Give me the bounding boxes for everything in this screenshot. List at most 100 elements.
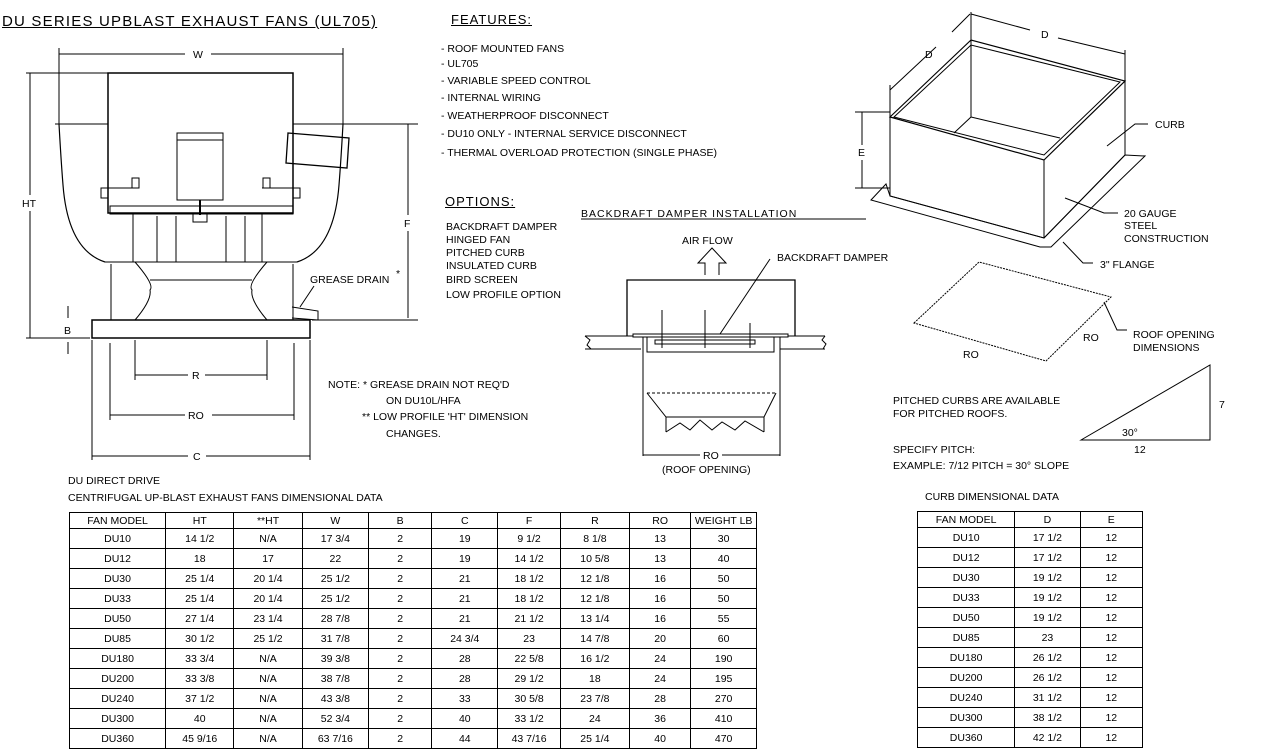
pitched-note: FOR PITCHED ROOFS. [893,408,1008,420]
table-cell: 23 7/8 [559,688,630,709]
table-cell: DU10 [916,527,1016,548]
table-cell: 14 7/8 [559,628,630,649]
table-cell: 13 [628,528,692,549]
table-cell: 33 3/4 [165,648,235,669]
table-cell: 12 [1079,647,1144,668]
table-cell: 39 3/8 [301,648,370,669]
damper-ro-label: RO [703,450,719,462]
option-item: BIRD SCREEN [446,274,518,286]
table-cell: 18 [165,548,235,569]
table-cell: 470 [690,728,757,749]
table-cell: N/A [233,708,303,729]
table-cell: 60 [690,628,757,649]
table-cell: 13 [628,548,692,569]
table-cell: 9 1/2 [497,528,561,549]
dim-c-label: C [193,451,201,463]
table-cell: 28 [628,688,692,709]
table-cell: DU360 [68,728,167,749]
table-cell: 195 [690,668,757,689]
table-cell: N/A [233,648,303,669]
table-cell: 18 1/2 [497,588,561,609]
roof-opening-dim-2: DIMENSIONS [1133,342,1200,354]
feature-item: - DU10 ONLY - INTERNAL SERVICE DISCONNEC… [441,128,687,140]
air-flow-label: AIR FLOW [682,235,733,247]
curb-dim-d-top: D [1041,29,1049,41]
table-cell: DU85 [68,628,167,649]
table-cell: N/A [233,728,303,749]
table-cell: 16 [628,588,692,609]
pitch-rise-label: 7 [1219,399,1225,411]
note-line: NOTE: * GREASE DRAIN NOT REQ'D [328,379,510,391]
table-cell: 8 1/8 [559,528,630,549]
table-cell: 22 [301,548,370,569]
table-cell: 40 [628,728,692,749]
curb-dim-d-side: D [925,49,933,61]
table-cell: 21 [431,588,499,609]
table-cell: 12 [1079,567,1144,588]
option-item: LOW PROFILE OPTION [446,289,561,301]
table-cell: 25 1/4 [165,568,235,589]
table-cell: DU180 [68,648,167,669]
feature-item: - VARIABLE SPEED CONTROL [441,75,591,87]
table-cell: 10 5/8 [559,548,630,569]
table-cell: 12 1/8 [559,588,630,609]
table-cell: 2 [368,728,433,749]
table-cell: DU200 [68,668,167,689]
pitch-example: EXAMPLE: 7/12 PITCH = 30° SLOPE [893,460,1070,472]
damper-title: BACKDRAFT DAMPER INSTALLATION [581,208,797,220]
table-cell: 40 [690,548,757,569]
table-cell: 12 1/8 [559,568,630,589]
column-header: W [301,512,370,529]
table-cell: 2 [368,588,433,609]
table-cell: 20 1/4 [233,568,303,589]
table-cell: N/A [233,528,303,549]
table-cell: 16 1/2 [559,648,630,669]
feature-item: - INTERNAL WIRING [441,92,541,104]
table-cell: 12 [1079,587,1144,608]
table-cell: 17 1/2 [1014,547,1081,568]
column-header: HT [165,512,235,529]
column-header: FAN MODEL [916,511,1016,528]
table-cell: 30 1/2 [165,628,235,649]
table-cell: 30 5/8 [497,688,561,709]
table-cell: 31 1/2 [1014,687,1081,708]
table-cell: DU10 [68,528,167,549]
table-cell: 2 [368,548,433,569]
option-item: BACKDRAFT DAMPER [446,221,558,233]
table-cell: 17 1/2 [1014,527,1081,548]
table-cell: 410 [690,708,757,729]
curb-table-caption: CURB DIMENSIONAL DATA [925,491,1059,503]
steel-label-2: STEEL [1124,220,1157,232]
table-cell: DU300 [916,707,1016,728]
dim-f-label: F [404,218,410,230]
table-cell: DU33 [68,588,167,609]
column-header: C [431,512,499,529]
specify-pitch: SPECIFY PITCH: [893,444,976,456]
table-cell: 14 1/2 [497,548,561,569]
table-cell: 50 [690,568,757,589]
table-cell: 2 [368,608,433,629]
feature-item: - ROOF MOUNTED FANS [441,43,565,55]
curb-ro-label-2: RO [1083,332,1099,344]
curb-label: CURB [1155,119,1185,131]
table-cell: 16 [628,608,692,629]
table-cell: 33 1/2 [497,708,561,729]
table-cell: 18 1/2 [497,568,561,589]
table-cell: N/A [233,688,303,709]
column-header: B [368,512,433,529]
pitched-note: PITCHED CURBS ARE AVAILABLE [893,395,1061,407]
table-cell: DU200 [916,667,1016,688]
table-cell: 2 [368,708,433,729]
table-cell: 13 1/4 [559,608,630,629]
column-header: D [1014,511,1081,528]
